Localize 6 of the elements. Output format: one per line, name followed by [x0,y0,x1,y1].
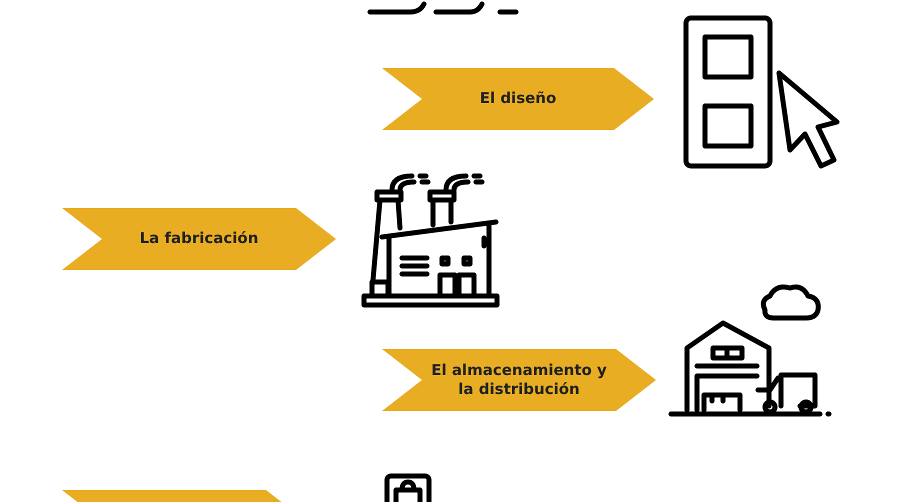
step-label: La fabricación [138,228,260,250]
chevron-banner [382,68,654,130]
chevron-banner [62,208,336,270]
chevron-banner [382,349,656,411]
step-label: El almacenamiento y la distribución [430,360,608,400]
step-label: El diseño [478,88,558,110]
